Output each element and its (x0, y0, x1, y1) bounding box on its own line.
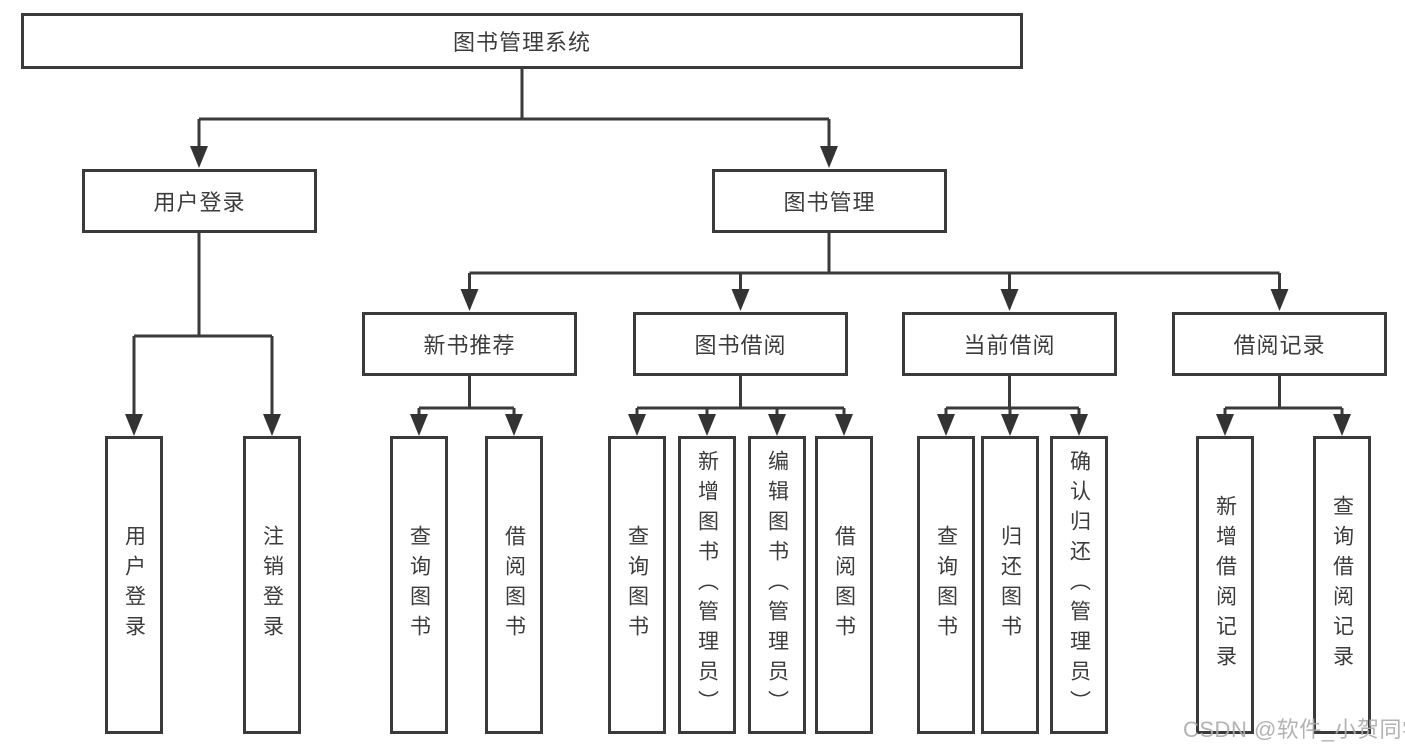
csdn-watermark: CSDN @软件_小贺同学 (1183, 717, 1405, 742)
leaf-label: 确认归还（管理员） (1067, 450, 1091, 720)
leaf-label: 新增借阅记录 (1213, 495, 1237, 675)
leaf-borrow-books: 借阅图书 (815, 436, 873, 734)
connector-root-to-level1 (197, 69, 831, 148)
arrowhead-icon (460, 289, 479, 311)
node-label: 借阅记录 (1233, 333, 1326, 358)
node-book-borrow: 图书借阅 (633, 312, 848, 376)
leaf-query-borrow-record: 查询借阅记录 (1313, 436, 1371, 734)
arrowhead-icon (820, 146, 838, 168)
arrowhead-icon (505, 414, 523, 436)
leaf-query-books: 查询图书 (608, 436, 666, 734)
arrowhead-icon (1270, 289, 1289, 311)
node-label: 新书推荐 (423, 333, 516, 358)
leaf-label: 查询图书 (407, 525, 431, 645)
node-label: 当前借阅 (963, 333, 1056, 358)
leaf-label: 归还图书 (998, 525, 1022, 645)
arrowhead-icon (1000, 289, 1019, 311)
leaf-edit-book-admin: 编辑图书（管理员） (748, 436, 806, 734)
node-new-book-recommend: 新书推荐 (362, 312, 577, 376)
leaf-label: 编辑图书（管理员） (765, 450, 789, 720)
node-label: 图书管理 (783, 190, 876, 215)
leaf-user-login: 用户登录 (105, 436, 163, 734)
arrowhead-icon (768, 414, 786, 436)
arrowhead-icon (835, 414, 853, 436)
leaf-add-borrow-record: 新增借阅记录 (1196, 436, 1254, 734)
leaf-logout: 注销登录 (243, 436, 301, 734)
leaf-confirm-return-admin: 确认归还（管理员） (1050, 436, 1108, 734)
leaf-label: 借阅图书 (502, 525, 526, 645)
leaf-label: 查询借阅记录 (1330, 495, 1354, 675)
leaf-label: 注销登录 (260, 525, 284, 645)
leaf-label: 查询图书 (934, 525, 958, 645)
arrowhead-icon (1216, 414, 1234, 436)
leaf-add-book-admin: 新增图书（管理员） (678, 436, 736, 734)
node-label: 图书管理系统 (452, 30, 591, 55)
arrowhead-icon (1001, 414, 1019, 436)
leaf-return-book: 归还图书 (981, 436, 1039, 734)
node-current-borrow: 当前借阅 (902, 312, 1117, 376)
connector-records-to-leaves (1223, 376, 1344, 416)
connector-newbooks-to-leaves (417, 376, 516, 416)
arrowhead-icon (190, 146, 208, 168)
leaf-query-books: 查询图书 (917, 436, 975, 734)
node-book-management: 图书管理 (712, 169, 947, 233)
arrowhead-icon (125, 414, 143, 436)
arrowhead-icon (628, 414, 646, 436)
leaf-query-books: 查询图书 (390, 436, 448, 734)
leaf-label: 用户登录 (122, 525, 146, 645)
node-label: 用户登录 (153, 190, 246, 215)
arrowhead-icon (1333, 414, 1351, 436)
leaf-borrow-books: 借阅图书 (485, 436, 543, 734)
node-root-system: 图书管理系统 (21, 13, 1023, 69)
arrowhead-icon (698, 414, 716, 436)
connector-mgmt-to-level2 (468, 233, 1281, 291)
leaf-label: 新增图书（管理员） (695, 450, 719, 720)
connector-borrow-to-leaves (635, 376, 846, 416)
arrowhead-icon (410, 414, 428, 436)
node-borrow-records: 借阅记录 (1172, 312, 1387, 376)
arrowhead-icon (731, 289, 750, 311)
leaf-label: 借阅图书 (832, 525, 856, 645)
connector-login-to-leaves (132, 233, 274, 416)
arrowhead-icon (263, 414, 281, 436)
arrowhead-icon (937, 414, 955, 436)
node-user-login: 用户登录 (82, 169, 317, 233)
arrowhead-icon (1070, 414, 1088, 436)
leaf-label: 查询图书 (625, 525, 649, 645)
node-label: 图书借阅 (694, 333, 787, 358)
connector-current-to-leaves (944, 376, 1081, 416)
